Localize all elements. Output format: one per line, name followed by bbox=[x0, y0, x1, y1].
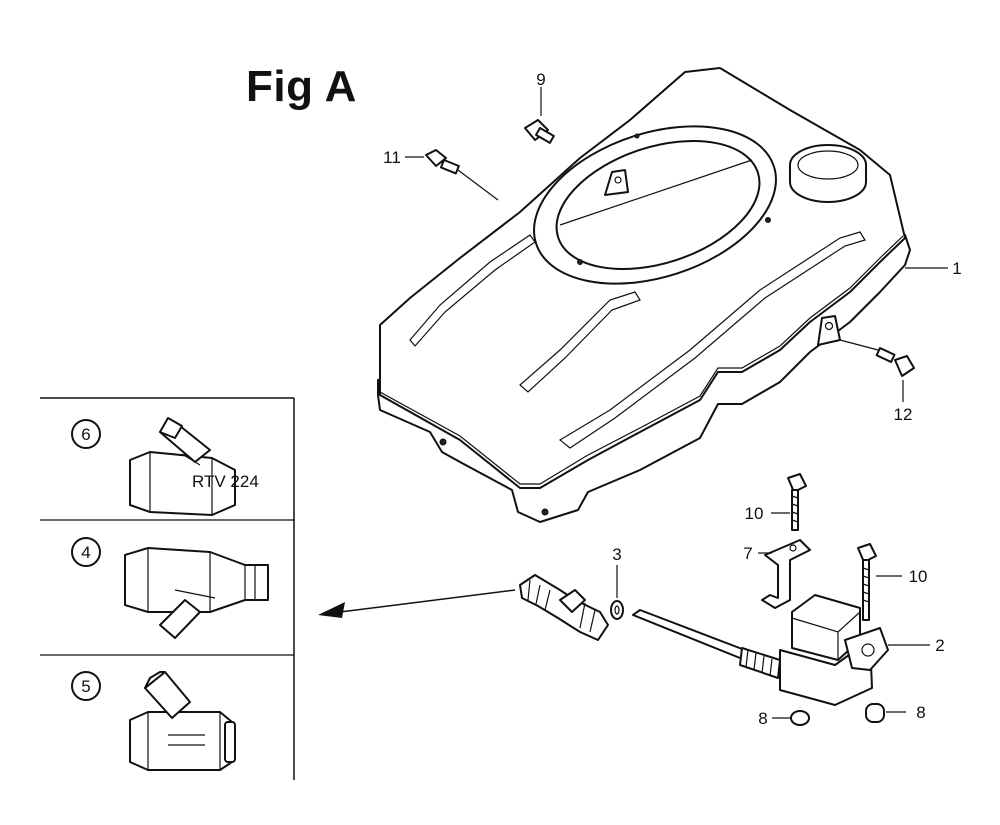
variant-label-4: 4 bbox=[81, 543, 90, 562]
callout-10-upper: 10 bbox=[745, 504, 764, 523]
callout-12: 12 bbox=[894, 405, 913, 424]
bolt-9 bbox=[524, 87, 555, 144]
variant-label-5: 5 bbox=[81, 677, 90, 696]
variant-marker-5 bbox=[71, 671, 101, 701]
screw-10b bbox=[857, 543, 902, 621]
callout-7: 7 bbox=[743, 544, 752, 563]
callout-11: 11 bbox=[383, 148, 401, 167]
fan-shroud bbox=[377, 67, 911, 523]
variant-marker-6 bbox=[71, 419, 101, 449]
callout-8-right: 8 bbox=[916, 703, 925, 722]
valve-variant-4 bbox=[124, 547, 269, 639]
callout-2: 2 bbox=[935, 636, 944, 655]
solenoid-2 bbox=[779, 594, 930, 706]
variant-6-marking: RTV 224 bbox=[192, 472, 259, 491]
valve-variant-5 bbox=[129, 671, 236, 771]
bolt-12 bbox=[839, 339, 915, 402]
grommet-8b bbox=[865, 703, 906, 723]
variant-label-6: 6 bbox=[81, 425, 90, 444]
bracket-7 bbox=[758, 539, 811, 609]
callout-1: 1 bbox=[952, 259, 961, 278]
bolt-11 bbox=[405, 149, 499, 201]
valve-variant-6 bbox=[129, 417, 236, 516]
cable-rod bbox=[632, 609, 781, 679]
arrow-to-inset bbox=[318, 589, 516, 618]
variant-marker-4 bbox=[71, 537, 101, 567]
fuel-fitting bbox=[519, 574, 609, 641]
callout-3: 3 bbox=[612, 545, 621, 564]
grommet-8a bbox=[772, 710, 810, 726]
washer-3 bbox=[610, 565, 624, 620]
figure-title: Fig A bbox=[246, 62, 357, 111]
callout-9: 9 bbox=[536, 70, 545, 89]
screw-10a bbox=[771, 473, 807, 531]
callout-8-left: 8 bbox=[758, 709, 767, 728]
inset-panel: 6 4 5 RTV 224 bbox=[40, 397, 295, 780]
callout-10-lower: 10 bbox=[909, 567, 928, 586]
